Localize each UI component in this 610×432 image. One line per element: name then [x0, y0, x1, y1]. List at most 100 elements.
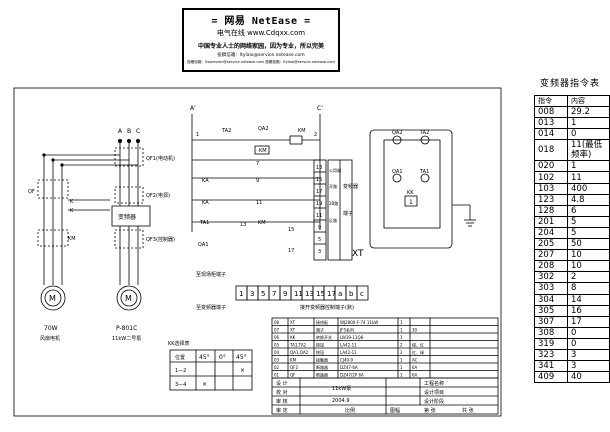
parts-cell: 断路器	[316, 372, 328, 378]
parts-cell: 断路器	[316, 364, 328, 370]
parts-cell: XT	[290, 320, 296, 325]
svg-text:QA1: QA1	[198, 242, 209, 248]
parts-cell: 07	[274, 328, 280, 333]
param-cmd-cell: 014	[533, 128, 569, 141]
parts-cell: XT	[290, 328, 296, 333]
parts-cell: 06	[274, 335, 280, 340]
svg-text:QA2: QA2	[392, 130, 403, 136]
svg-text:M: M	[125, 294, 132, 303]
pump-motor-symbol	[116, 285, 142, 311]
fan-motor-kw: 70W	[44, 325, 58, 332]
control-panel: QA2 TA2 QA1 TA1 KK 1	[369, 129, 476, 249]
param-value-cell: 0	[567, 337, 610, 350]
xt-cell-label: 13	[305, 290, 314, 298]
parts-cell: TA1,TA2	[289, 343, 307, 348]
header-banner: = 网易 NetEase = 电气在线 www.Cdqxx.com 中国专业人士…	[182, 8, 340, 72]
svg-text:设计阶段: 设计阶段	[424, 398, 444, 405]
param-header-content: 内容	[567, 94, 610, 108]
xt-cell	[356, 285, 369, 301]
drawing-frame	[13, 87, 502, 417]
param-value-cell: 3	[567, 348, 610, 362]
param-cmd-cell: 123	[533, 193, 569, 206]
svg-text:KA: KA	[202, 178, 209, 184]
svg-text:2B路: 2B路	[329, 200, 338, 206]
right-box-terminal: 端子	[343, 210, 353, 217]
param-cmd-cell: 102	[533, 171, 569, 184]
svg-text:2: 2	[314, 132, 317, 138]
qf2-label: QF2(电源)	[146, 192, 170, 199]
param-cmd-cell: 018	[533, 139, 569, 162]
qf1-label: QF1(电动机)	[146, 155, 175, 162]
svg-text:QA1: QA1	[392, 169, 403, 175]
svg-text:开路: 开路	[329, 183, 337, 189]
svg-text:5: 5	[318, 237, 321, 243]
xt-cell-label: 5	[261, 290, 265, 298]
svg-text:11: 11	[256, 200, 262, 206]
parts-cell: 6A	[412, 365, 418, 370]
svg-text:共 张: 共 张	[462, 407, 474, 414]
param-value-cell: 400	[567, 182, 610, 195]
param-value-cell: 2	[567, 271, 610, 284]
parts-cell: LW39-11Q8	[340, 335, 364, 340]
svg-text:比例: 比例	[345, 407, 355, 414]
param-value-cell: 3	[567, 360, 610, 373]
parts-cell: 1	[400, 335, 403, 340]
svg-text:45°: 45°	[236, 354, 247, 361]
svg-text:13: 13	[316, 165, 322, 171]
svg-text:9: 9	[256, 178, 259, 184]
qf-label: QF	[28, 189, 35, 195]
parts-cell: 2	[400, 343, 403, 348]
param-cmd-cell: 128	[533, 204, 569, 217]
param-value-cell: 0	[567, 128, 610, 141]
param-cmd-cell: 201	[533, 215, 569, 228]
parts-cell: DZ47/2P 6A	[340, 373, 364, 378]
parts-cell: 6A	[412, 373, 418, 378]
xt-cell-label: 15	[316, 290, 325, 298]
svg-text:图幅: 图幅	[390, 407, 400, 414]
svg-text:1: 1	[409, 199, 413, 206]
param-cmd-cell: 205	[533, 238, 569, 251]
svg-text:工程名称: 工程名称	[424, 380, 444, 387]
pump-motor-desc: 11kW二号泵	[112, 336, 141, 342]
parts-cell: 1	[400, 320, 403, 325]
xt-cell-label: 17	[327, 290, 336, 298]
svg-text:45°: 45°	[199, 354, 210, 361]
param-value-cell: 1	[567, 117, 610, 130]
xt-label: XT	[352, 249, 364, 259]
svg-text:设 计: 设 计	[276, 380, 288, 387]
km-power-label: KM	[68, 236, 76, 242]
svg-text:KM: KM	[258, 220, 266, 226]
param-cmd-cell: 207	[533, 249, 569, 262]
param-value-cell: 5	[567, 215, 610, 228]
param-cmd-cell: 319	[533, 337, 569, 350]
svg-text:17: 17	[316, 189, 322, 195]
param-value-cell: 11	[567, 171, 610, 184]
banner-slogan: 中国专业人士的网络家园，因为专业，所以完美	[197, 43, 324, 50]
parts-cell: 接线板	[316, 319, 328, 325]
param-cmd-cell: 308	[533, 326, 569, 339]
parts-cell: 2	[400, 350, 403, 355]
parts-cell: KK	[290, 335, 296, 340]
param-value-cell: 16	[567, 304, 610, 317]
parts-cell: 端子	[316, 327, 324, 333]
parts-cell: LA42-11	[340, 343, 357, 348]
xt-cell-label: b	[349, 290, 354, 298]
parts-cell: LA42-11	[340, 350, 357, 355]
k2-label: K	[70, 208, 74, 214]
kk-table-title: KK选择表	[168, 340, 190, 347]
svg-text:校 对: 校 对	[276, 389, 288, 396]
parts-cell: 03	[274, 358, 280, 363]
param-cmd-cell: 008	[533, 106, 569, 119]
svg-text:TA2: TA2	[221, 128, 231, 134]
parts-cell: QF2	[290, 365, 298, 370]
